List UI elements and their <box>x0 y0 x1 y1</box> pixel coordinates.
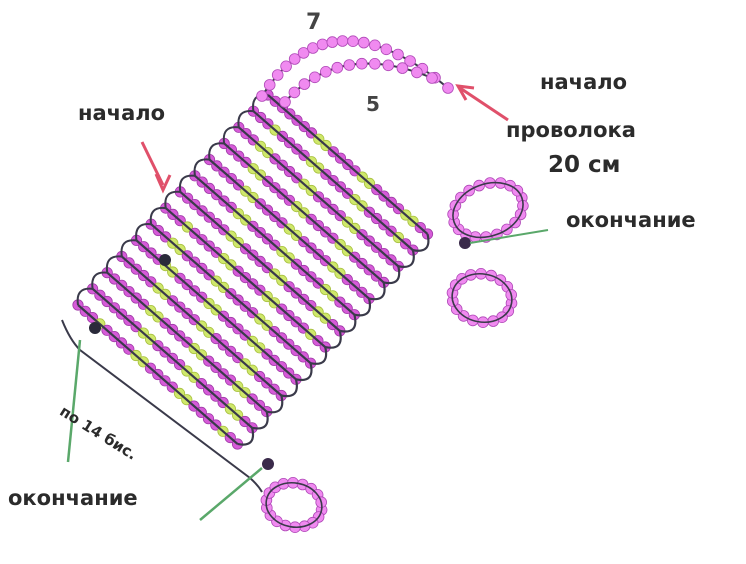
bead <box>309 72 320 83</box>
bottom-end-loop <box>261 458 327 533</box>
bead <box>370 40 381 51</box>
row-wire <box>107 273 267 412</box>
bead <box>397 63 408 74</box>
row-wire <box>180 192 339 331</box>
bead <box>427 73 438 84</box>
bead <box>257 91 268 102</box>
bead <box>358 37 369 48</box>
bead <box>344 60 355 71</box>
knot <box>262 458 274 470</box>
row-wire <box>93 289 253 428</box>
label-wire-length: 20 см <box>548 152 620 178</box>
row-wire <box>253 111 413 250</box>
row-wire <box>151 224 311 363</box>
bead <box>348 36 359 47</box>
bead <box>356 58 367 69</box>
knot <box>89 322 101 334</box>
arrow-end-bottom <box>200 468 262 520</box>
bead <box>320 66 331 77</box>
row-wire <box>210 160 369 299</box>
row-wire <box>78 305 238 444</box>
bead <box>289 87 300 98</box>
bead <box>443 83 454 94</box>
bead <box>383 60 394 71</box>
number-five: 5 <box>366 92 380 116</box>
bead <box>332 62 343 73</box>
number-seven: 7 <box>306 10 321 35</box>
bead <box>317 39 328 50</box>
arrow-count <box>68 340 80 462</box>
bead <box>381 44 392 55</box>
knot <box>459 237 471 249</box>
bead <box>264 80 275 91</box>
bead <box>393 49 404 60</box>
bead <box>280 97 291 108</box>
row-wire <box>166 208 326 347</box>
top-arcs <box>257 36 454 108</box>
label-start-left: начало <box>78 101 165 125</box>
row-wire <box>224 143 384 282</box>
label-end-bottom: окончание <box>8 486 138 510</box>
bead <box>327 37 338 48</box>
row-wire <box>239 127 399 266</box>
bead <box>281 61 292 72</box>
bead <box>308 43 319 54</box>
bead <box>337 36 348 47</box>
row-wire <box>195 176 354 315</box>
wire-loops <box>78 95 429 445</box>
bead <box>369 58 380 69</box>
label-wire: проволока <box>506 118 636 142</box>
label-start-right: начало <box>540 70 627 94</box>
arrow-start-right <box>460 88 508 120</box>
knot <box>159 254 171 266</box>
row-wire <box>268 95 428 234</box>
bead <box>412 67 423 78</box>
label-end-right: окончание <box>566 208 696 232</box>
right-end-loops <box>445 173 548 327</box>
bead <box>299 79 310 90</box>
bead-rows <box>73 90 433 449</box>
arrow-start-left <box>142 142 163 185</box>
bead <box>272 70 283 81</box>
row-wire <box>122 257 282 396</box>
